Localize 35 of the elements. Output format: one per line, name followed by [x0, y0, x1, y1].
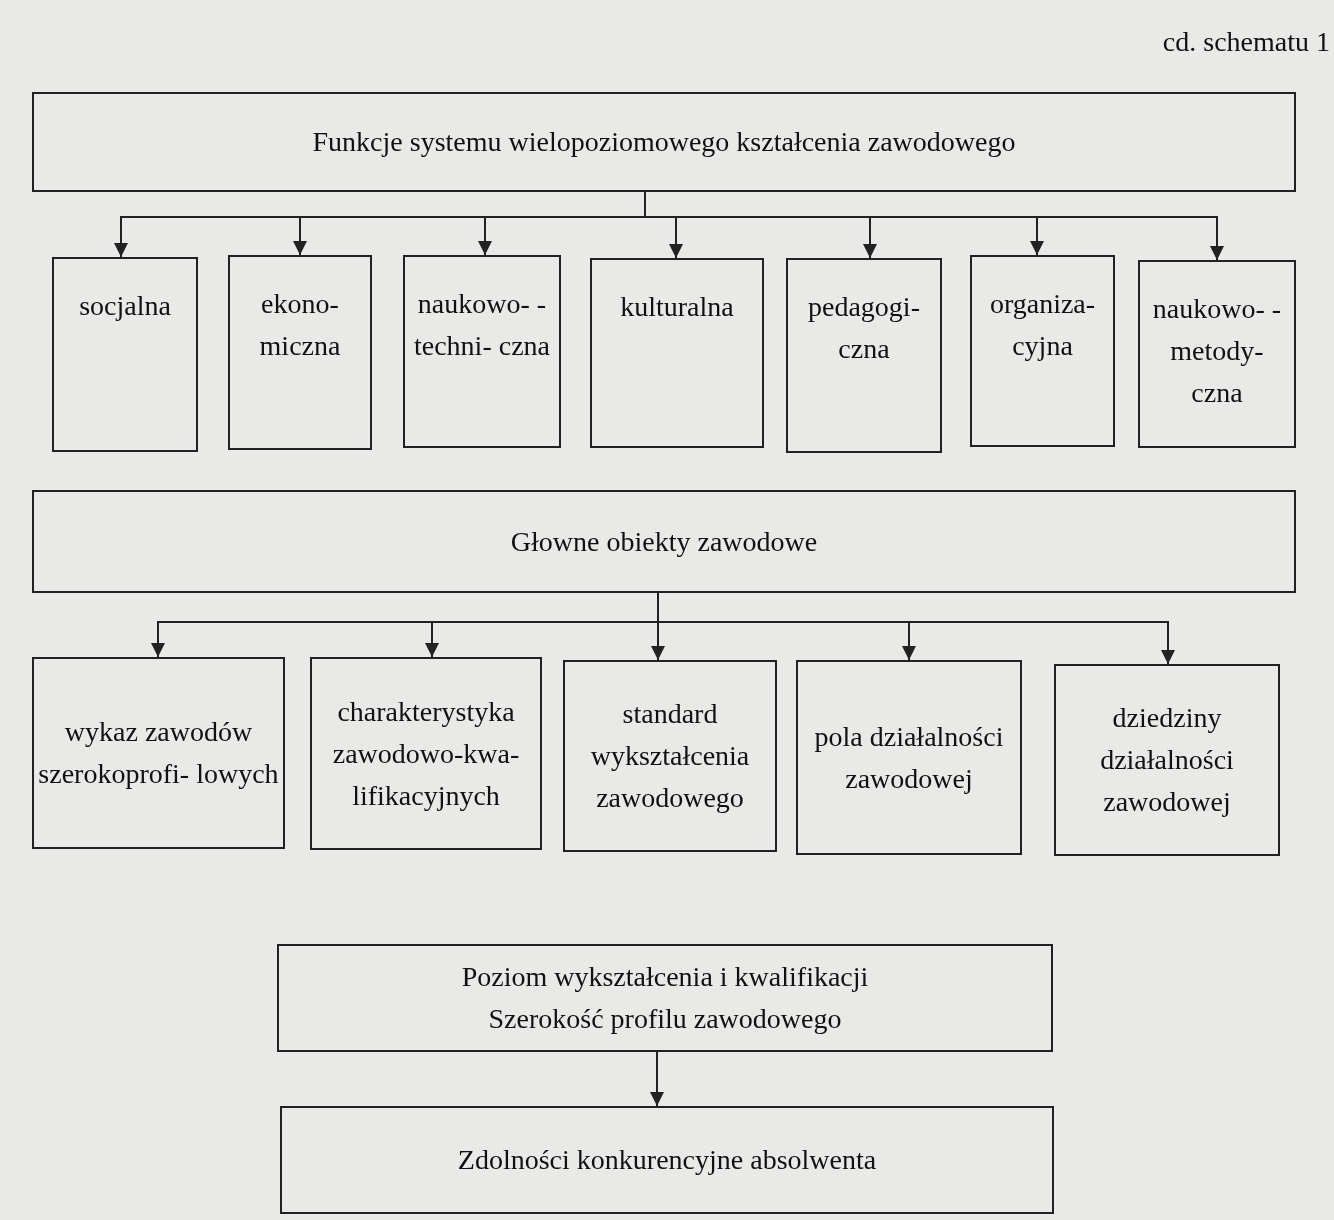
box-text: pedagogi- czna — [807, 290, 921, 366]
box-text: organiza- cyjna — [988, 287, 1097, 363]
process-box — [310, 657, 542, 850]
process-box — [563, 660, 777, 852]
arrow — [650, 1051, 664, 1107]
box-text: charakterystyka zawodowo-kwa- lifikacyjnych — [331, 694, 521, 813]
process-box — [590, 258, 764, 448]
box-text: wykaz zawodów szerokoprofi- lowych — [37, 715, 280, 791]
box-text: kulturalna — [619, 290, 735, 324]
box-text: Głowne obiekty zawodowe — [509, 524, 819, 559]
process-box — [1138, 260, 1296, 448]
box-text: dziedziny działalności zawodowej — [1099, 701, 1235, 819]
box-text: socjalna — [78, 289, 172, 323]
process-box — [1054, 664, 1280, 856]
box-text: ekono- miczna — [258, 287, 342, 363]
process-box — [32, 490, 1296, 593]
process-box — [52, 257, 198, 452]
box-text: Poziom wykształcenia i kwalifikacji — [460, 960, 870, 994]
box-text: pola działalności zawodowej — [813, 719, 1005, 796]
continuation-note: cd. schematu 1 — [1162, 26, 1330, 58]
box-text: standard wykształcenia zawodowego — [589, 697, 751, 815]
box-text: Funkcje systemu wielopoziomowego kształcenia zawodowego — [311, 125, 1017, 159]
box-text: naukowo- -metody- czna — [1151, 292, 1283, 410]
process-box — [403, 255, 561, 448]
process-box — [32, 657, 285, 849]
process-box — [796, 660, 1022, 855]
process-box — [786, 258, 942, 453]
process-box — [277, 944, 1053, 1052]
box-text: naukowo- -techni- czna — [413, 287, 551, 363]
process-box — [280, 1106, 1054, 1214]
box-text: Zdolności konkurencyjne absolwenta — [456, 1143, 878, 1177]
process-box — [970, 255, 1115, 447]
box-text: Szerokość profilu zawodowego — [487, 1002, 843, 1036]
process-box — [228, 255, 372, 450]
process-box — [32, 92, 1296, 192]
